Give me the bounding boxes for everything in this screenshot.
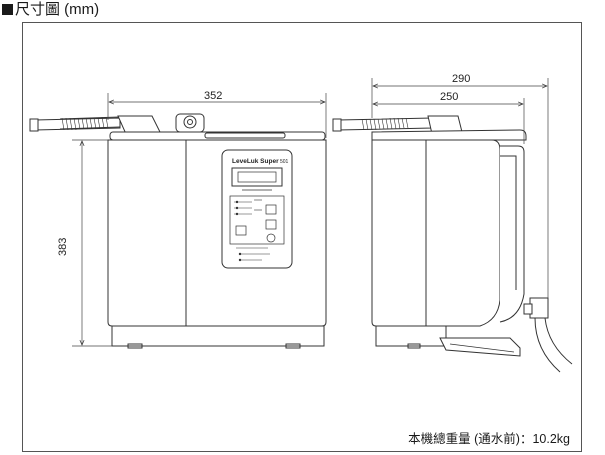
- device-brand-badge: 501: [280, 159, 289, 165]
- front-base: [111, 325, 325, 347]
- dim-side-depth-body: 250: [440, 91, 458, 103]
- front-body: [107, 139, 327, 327]
- header-title: 尺寸圖 (mm): [15, 1, 100, 18]
- dim-side-depth-total: 290: [452, 73, 470, 85]
- side-body: [371, 139, 501, 327]
- page-title: 尺寸圖 (mm): [0, 0, 99, 20]
- front-view: [29, 93, 327, 349]
- front-handle: [117, 115, 161, 135]
- dim-front-width: 352: [204, 90, 222, 102]
- square-bullet-icon: [2, 4, 13, 15]
- front-hose: [29, 116, 121, 132]
- front-control-panel: [221, 149, 293, 269]
- side-hose: [332, 117, 433, 132]
- front-faucet-knob: [175, 113, 205, 133]
- weight-note: 本機總重量 (通水前)：10.2kg: [408, 432, 570, 446]
- side-view: [332, 78, 573, 373]
- drawing-frame: [22, 22, 582, 452]
- dim-front-height: 383: [57, 238, 69, 256]
- device-brand: LeveLuk Super: [232, 158, 279, 165]
